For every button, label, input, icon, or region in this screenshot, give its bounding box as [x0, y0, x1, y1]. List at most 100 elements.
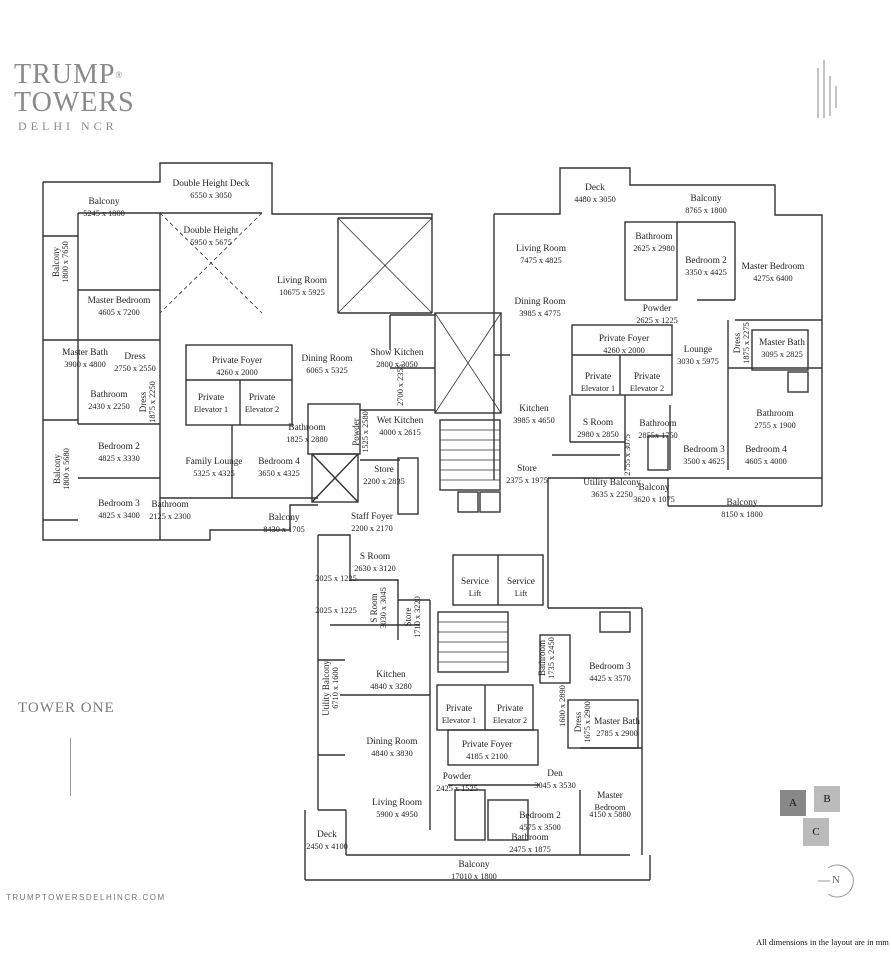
room-name: Balcony [52, 454, 62, 485]
room-dimensions: 8150 x 1800 [721, 510, 763, 519]
room-name: Bathroom [90, 390, 128, 400]
room-dimensions: Bedroom [594, 803, 626, 812]
room-dimensions: 1600 x 2890 [558, 685, 567, 727]
room-name: Balcony [690, 194, 722, 204]
room-name: Service [461, 577, 489, 587]
room-name: Master Bedroom [741, 262, 805, 272]
room-dimensions: 1875 x 2250 [148, 381, 157, 423]
room-name: Double Height Deck [172, 179, 250, 189]
room-name: Dress [573, 711, 583, 733]
room-dimensions: 2630 x 3120 [354, 564, 396, 573]
room-dimensions: 4260 x 2000 [216, 368, 258, 377]
compass-north: N [832, 874, 840, 886]
room-dimensions: 5900 x 4950 [376, 810, 418, 819]
brand-line-1: TRUMP® [14, 59, 124, 90]
room-dimensions: 4185 x 2100 [466, 752, 508, 761]
room-dimensions: 2755 x 3075 [623, 434, 632, 476]
room-dimensions: 3985 x 4775 [519, 309, 561, 318]
key-plan-b: B [814, 786, 840, 812]
room-name: Bathroom [288, 423, 326, 433]
room-name: Master Bedroom [87, 296, 151, 306]
room-dimensions: 5325 x 4325 [193, 469, 235, 478]
room-name: Balcony [458, 860, 490, 870]
room-dimensions: Elevator 1 [580, 384, 616, 393]
room-dimensions: Elevator 2 [629, 384, 665, 393]
room-name: Private [633, 372, 661, 382]
room-name: Wet Kitchen [376, 416, 424, 426]
unit-c-room-label: 2025 x 1225 [315, 573, 356, 584]
room-name: Staff Foyer [351, 512, 393, 522]
room-name: Bedroom 2 [98, 442, 140, 452]
room-name: Powder [351, 418, 361, 446]
room-dimensions: 8430 x 1705 [263, 525, 305, 534]
room-dimensions: 7475 x 4825 [520, 256, 562, 265]
room-name: Master Bath [594, 717, 640, 727]
room-name: Bathroom [511, 833, 549, 843]
room-dimensions: 2855x 1750 [638, 431, 678, 440]
room-dimensions: 1675 x 2900 [583, 701, 592, 743]
room-name: Bedroom 3 [98, 499, 140, 509]
room-dimensions: 4575 x 3500 [519, 823, 561, 832]
room-dimensions: 2475 x 1875 [509, 845, 551, 854]
brand-line-3: DELHI NCR [18, 119, 118, 133]
room-name: Bathroom [756, 409, 794, 419]
room-name: Powder [442, 772, 472, 782]
unit-a-room-label: Dining Room 6065 x 5325 [302, 354, 353, 376]
room-name: Dress [138, 391, 148, 413]
room-name: Den [547, 769, 563, 779]
room-dimensions: 1800 x 7650 [61, 241, 70, 283]
room-dimensions: 6550 x 3050 [190, 191, 232, 200]
unit-c-room-label: Powder 2425 x 1525 [436, 772, 477, 794]
room-dimensions: 4480 x 3050 [574, 195, 616, 204]
room-name: Bathroom [639, 419, 677, 429]
room-dimensions: Elevator 2 [492, 716, 528, 725]
unit-b-vert-room-label: 2755 x 3075 [623, 434, 633, 475]
room-dimensions: 2425 x 1525 [436, 784, 478, 793]
room-name: Dining Room [301, 354, 353, 364]
room-name: Balcony [88, 197, 120, 207]
room-dimensions: 6065 x 5325 [306, 366, 348, 375]
room-dimensions: 3030 x 5975 [677, 357, 719, 366]
room-dimensions: 4425 x 3570 [589, 674, 631, 683]
room-name: Private [496, 704, 524, 714]
room-dimensions: Elevator 2 [244, 405, 280, 414]
room-name: Private [248, 393, 276, 403]
room-name: Lounge [683, 345, 713, 355]
unit-a-vert-room-label: 2700 x 2355 [396, 364, 406, 405]
room-dimensions: 3985 x 4650 [513, 416, 555, 425]
room-name: Bathroom [537, 640, 547, 677]
room-dimensions: Lift [514, 589, 528, 598]
room-dimensions: 4605 x 7200 [98, 308, 140, 317]
room-name: Master Bath [759, 338, 805, 348]
room-dimensions: 5950 x 5675 [190, 238, 232, 247]
room-dimensions: Lift [468, 589, 482, 598]
